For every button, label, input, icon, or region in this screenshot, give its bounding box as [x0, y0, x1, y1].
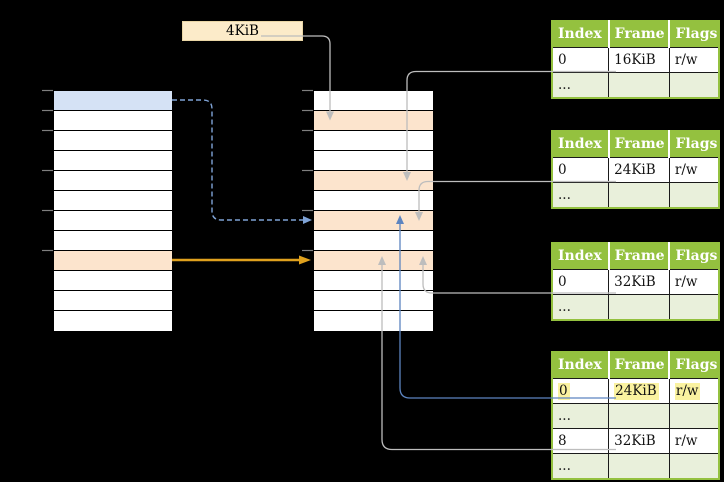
- table-row: ...: [551, 72, 720, 99]
- middle-column-row-12: [314, 311, 433, 331]
- left-column-row-11: [54, 291, 172, 311]
- table-cell: 32KiB: [608, 428, 670, 454]
- table-cell: [668, 182, 720, 209]
- table-cell: [668, 403, 720, 429]
- table-cell: 32KiB: [608, 269, 670, 295]
- table-cell: ...: [551, 453, 610, 480]
- left-column-row-6: [54, 191, 172, 211]
- left-column-row-1: [54, 91, 172, 111]
- column-header-frame: Frame: [607, 21, 670, 48]
- table-cell: [668, 294, 720, 321]
- middle-column-row-4: [314, 151, 433, 171]
- table-cell: 0: [551, 269, 610, 295]
- column-header-flags: Flags: [668, 243, 719, 270]
- left-column-row-12: [54, 311, 172, 331]
- table-row: ...: [551, 182, 720, 209]
- table-cell: [668, 453, 720, 480]
- table-cell: r/w: [668, 269, 720, 295]
- middle-column-row-1: [314, 91, 433, 111]
- middle-column-row-6: [314, 191, 433, 211]
- left-column-row-5: [54, 171, 172, 191]
- middle-column-row-7: [314, 211, 433, 231]
- table-cell: r/w: [668, 378, 720, 404]
- column-header-index: Index: [552, 21, 609, 48]
- table-cell: ...: [551, 403, 610, 429]
- table-cell: [608, 182, 670, 209]
- table-cell: 24KiB: [608, 378, 670, 404]
- middle-column-row-10: [314, 271, 433, 291]
- middle-column-row-3: [314, 131, 433, 151]
- table-cell: 24KiB: [608, 157, 670, 183]
- column-header-index: Index: [552, 131, 609, 158]
- column-header-index: Index: [552, 352, 609, 379]
- column-header-index: Index: [552, 243, 609, 270]
- physical-memory-column: [313, 90, 434, 332]
- table-cell: [608, 453, 670, 480]
- table-cell: [608, 403, 670, 429]
- page-size-label: 4KiB: [182, 21, 303, 41]
- column-header-flags: Flags: [668, 131, 719, 158]
- table-cell: 0: [551, 378, 610, 404]
- table-cell: ...: [551, 72, 610, 99]
- left-column-row-10: [54, 271, 172, 291]
- table-cell: 16KiB: [608, 47, 670, 73]
- table-cell: r/w: [668, 157, 720, 183]
- table-cell: [668, 72, 720, 99]
- column-header-frame: Frame: [607, 352, 670, 379]
- middle-column-row-11: [314, 291, 433, 311]
- table-row: ...: [551, 403, 720, 429]
- table-cell: 8: [551, 428, 610, 454]
- left-column-row-8: [54, 231, 172, 251]
- left-column-row-7: [54, 211, 172, 231]
- column-header-frame: Frame: [607, 131, 670, 158]
- table-cell: [608, 72, 670, 99]
- table-cell: r/w: [668, 428, 720, 454]
- table-cell: 0: [551, 47, 610, 73]
- table-cell: ...: [551, 182, 610, 209]
- middle-column-row-8: [314, 231, 433, 251]
- table-row: ...: [551, 294, 720, 321]
- middle-column-row-5: [314, 171, 433, 191]
- column-header-flags: Flags: [668, 352, 719, 379]
- left-column-row-4: [54, 151, 172, 171]
- middle-column-row-9: [314, 251, 433, 271]
- virtual-page-dashed-arrow: [172, 99, 312, 224]
- table-cell: ...: [551, 294, 610, 321]
- table-cell: [608, 294, 670, 321]
- table-cell: 0: [551, 157, 610, 183]
- table-cell: r/w: [668, 47, 720, 73]
- column-header-frame: Frame: [607, 243, 670, 270]
- virtual-memory-column: [53, 90, 173, 332]
- table-row: ...: [551, 453, 720, 480]
- left-column-row-3: [54, 131, 172, 151]
- left-column-row-2: [54, 111, 172, 131]
- left-column-row-9: [54, 251, 172, 271]
- column-header-flags: Flags: [668, 21, 719, 48]
- middle-column-row-2: [314, 111, 433, 131]
